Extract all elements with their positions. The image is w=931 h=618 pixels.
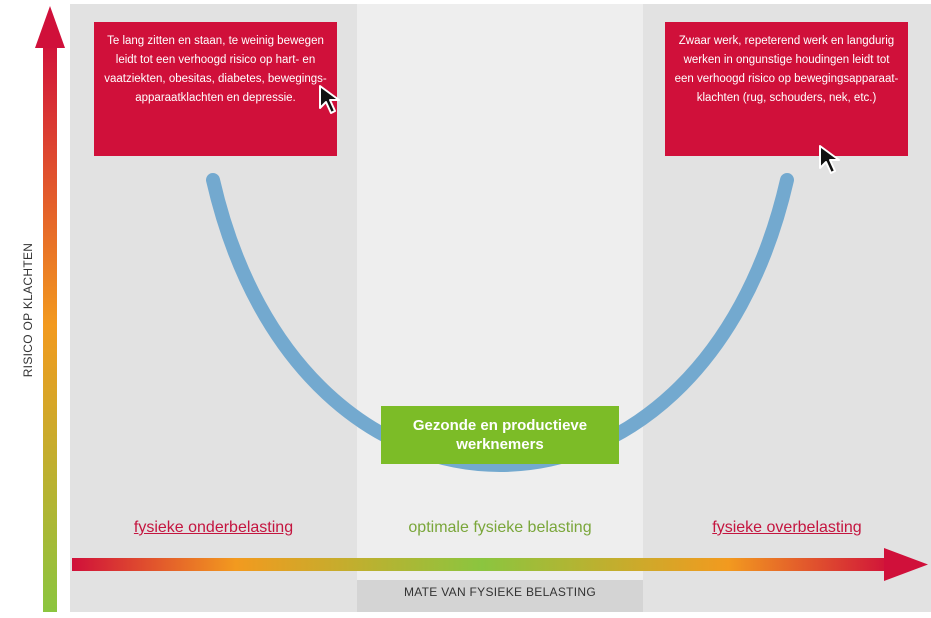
underload-info-box: Te lang zitten en staan, te weinig beweg…: [94, 22, 337, 156]
x-axis-title: MATE VAN FYSIEKE BELASTING: [403, 585, 597, 599]
mouse-pointer-icon: [819, 145, 840, 174]
risk-curve: [206, 173, 794, 472]
y-axis-arrow-head: [35, 6, 65, 48]
overload-info-box: Zwaar werk, repeterend werk en langdurig…: [665, 22, 908, 156]
mouse-pointer-icon: [319, 85, 340, 114]
x-axis-arrow-head: [884, 548, 928, 581]
underload-label: fysieke onderbelasting: [133, 519, 294, 536]
overload-label: fysieke overbelasting: [712, 519, 862, 536]
zone-optimal: [357, 4, 643, 612]
x-axis-label-strip: [357, 580, 643, 612]
healthy-workers-box: Gezonde en productieve werknemers: [381, 406, 619, 464]
y-axis-arrow-shaft: [43, 40, 57, 612]
optimal-load-label: optimale fysieke belasting: [408, 519, 592, 536]
y-axis-title: RISICO OP KLACHTEN: [21, 242, 35, 378]
x-axis-arrow-shaft: [72, 558, 892, 571]
